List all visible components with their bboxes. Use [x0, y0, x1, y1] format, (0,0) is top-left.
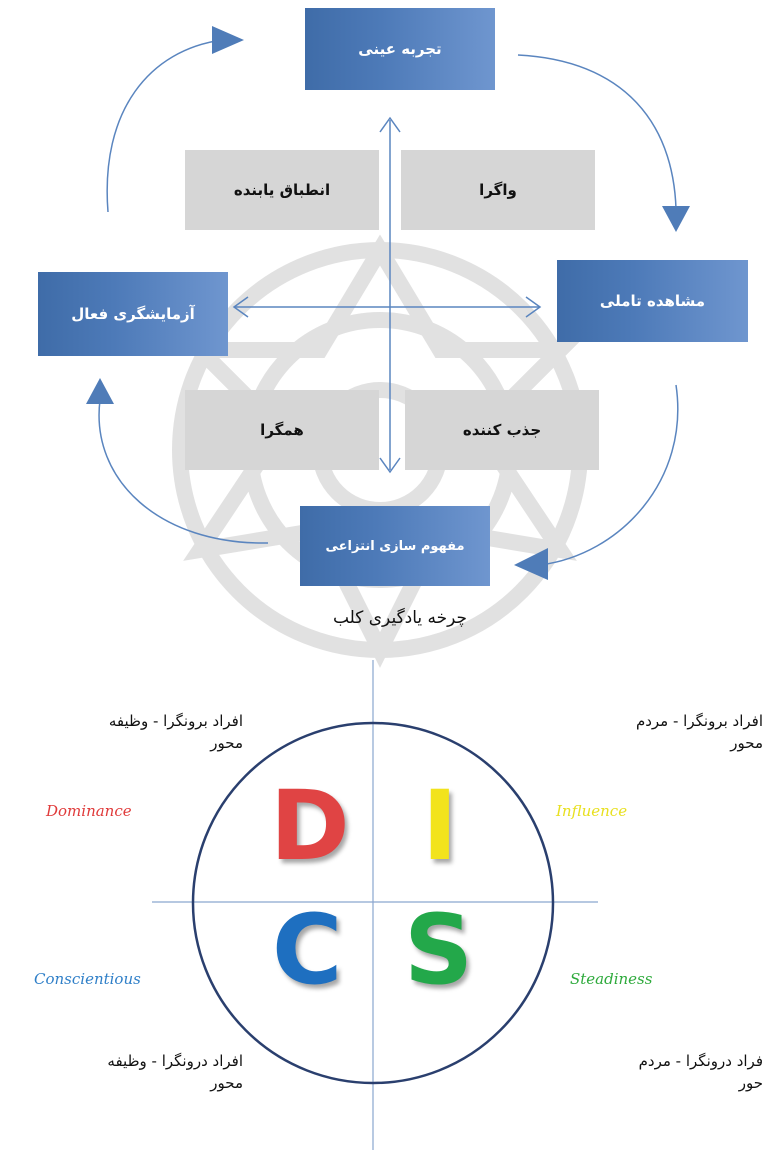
- label-steadiness: Steadiness: [570, 970, 653, 988]
- box-abstract-conceptualization: مفهوم سازی انتزاعی: [300, 506, 490, 586]
- text-bottom-right: فراد درونگرا - مردم حور: [639, 1050, 763, 1094]
- arrow-top-to-right: [517, 54, 677, 229]
- box-active-experimentation: آزمایشگری فعال: [38, 272, 228, 356]
- box-reflective-observation: مشاهده تاملی: [557, 260, 748, 342]
- label-dominance: Dominance: [46, 802, 132, 820]
- text-bottom-left: افراد درونگرا - وظیفه محور: [107, 1050, 243, 1094]
- quadrant-accommodating: انطباق یابنده: [185, 150, 379, 230]
- box-concrete-experience: تجربه عینی: [305, 8, 495, 90]
- text-top-left-line1: افراد برونگرا - وظیفه: [108, 712, 243, 730]
- quadrant-assimilating: جذب کننده: [405, 390, 599, 470]
- text-top-right-line2: محور: [730, 734, 763, 752]
- kolb-cycle-arrows: [86, 26, 690, 580]
- arrow-left-to-top: [106, 39, 223, 213]
- disc-letter-d: D: [270, 770, 350, 882]
- text-bottom-right-line2: حور: [738, 1074, 763, 1092]
- disc-letter-c: C: [272, 894, 343, 1006]
- disc-circle-diagram: [152, 660, 598, 1150]
- text-top-left-line2: محور: [210, 734, 243, 752]
- quadrant-converging: همگرا: [185, 390, 379, 470]
- arrow-right-to-bottom: [539, 384, 679, 566]
- text-top-right: افراد برونگرا - مردم محور: [636, 710, 763, 754]
- arrowhead-left: [86, 378, 114, 404]
- text-bottom-left-line1: افراد درونگرا - وظیفه: [107, 1052, 243, 1070]
- arrowhead-bottom: [514, 548, 548, 580]
- arrowhead-right: [662, 206, 690, 232]
- label-conscientious: Conscientious: [34, 970, 141, 988]
- arrow-bottom-to-left: [98, 399, 269, 544]
- text-top-left: افراد برونگرا - وظیفه محور: [109, 710, 243, 754]
- disc-circle: [191, 721, 555, 1085]
- text-top-right-line1: افراد برونگرا - مردم: [635, 712, 763, 730]
- arrowhead-top: [212, 26, 244, 54]
- text-bottom-right-line1: فراد درونگرا - مردم: [638, 1052, 763, 1070]
- quadrant-diverging: واگرا: [401, 150, 595, 230]
- disc-letter-s: S: [404, 894, 474, 1006]
- kolb-caption: چرخه یادگیری کلب: [332, 608, 468, 628]
- text-bottom-left-line2: محور: [210, 1074, 243, 1092]
- label-influence: Influence: [556, 802, 628, 820]
- disc-letter-i: I: [422, 770, 458, 882]
